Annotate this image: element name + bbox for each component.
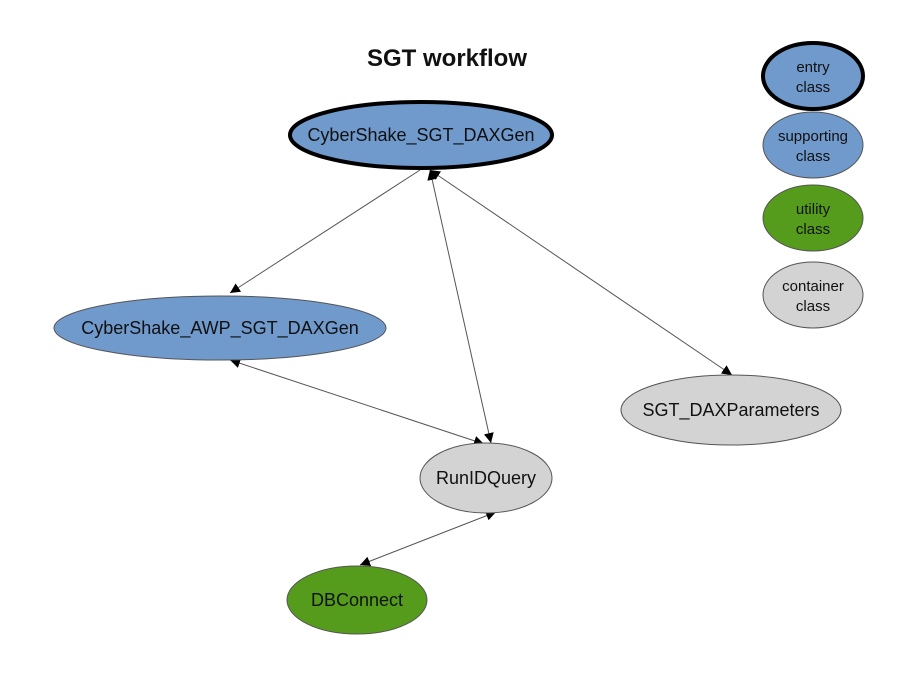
node-sgt_daxparameters[interactable]: SGT_DAXParameters xyxy=(620,374,842,446)
legend-item-container: container class xyxy=(762,261,864,329)
node-label: CyberShake_SGT_DAXGen xyxy=(307,125,534,146)
legend-item-utility: utility class xyxy=(762,184,864,252)
legend: entryclasssupportingclassutilityclasscon… xyxy=(761,41,865,329)
legend-item-entry: entry class xyxy=(761,41,865,111)
node-shape xyxy=(288,100,554,170)
node-shape xyxy=(620,374,842,446)
node-shape xyxy=(419,442,553,514)
legend-swatch xyxy=(762,111,864,179)
node-sgt_daxgen[interactable]: CyberShake_SGT_DAXGen xyxy=(288,100,554,170)
legend-label-line1: utility xyxy=(796,201,831,218)
node-label: SGT_DAXParameters xyxy=(642,400,819,421)
legend-swatch xyxy=(762,184,864,252)
legend-label-line1: supporting xyxy=(778,128,848,145)
node-label: RunIDQuery xyxy=(436,468,536,488)
node-dbconnect[interactable]: DBConnect xyxy=(286,565,428,635)
legend-label-line1: container xyxy=(782,278,844,295)
node-label: DBConnect xyxy=(311,590,403,610)
node-runidquery[interactable]: RunIDQuery xyxy=(419,442,553,514)
node-awp_sgt_daxgen[interactable]: CyberShake_AWP_SGT_DAXGen xyxy=(53,295,387,361)
node-shape xyxy=(286,565,428,635)
legend-swatch xyxy=(761,41,865,111)
diagram-title: SGT workflow xyxy=(367,45,527,72)
edge-runidquery-to-dbconnect xyxy=(359,510,497,567)
edge-sgt_daxgen-to-runidquery xyxy=(427,169,494,444)
legend-label-line2: class xyxy=(796,79,830,96)
nodes-layer: CyberShake_SGT_DAXGenCyberShake_AWP_SGT_… xyxy=(53,100,842,635)
legend-item-supporting: supporting class xyxy=(762,111,864,179)
legend-label-line2: class xyxy=(796,148,830,165)
edge-awp_sgt_daxgen-to-runidquery xyxy=(229,358,485,446)
node-label: CyberShake_AWP_SGT_DAXGen xyxy=(81,318,358,339)
legend-label-line2: class xyxy=(796,298,830,315)
edge-sgt_daxgen-to-sgt_daxparameters xyxy=(429,169,733,376)
node-shape xyxy=(53,295,387,361)
edges-layer xyxy=(229,169,733,567)
legend-swatch xyxy=(762,261,864,329)
edge-sgt_daxgen-to-awp_sgt_daxgen xyxy=(229,169,421,294)
legend-label-line2: class xyxy=(796,221,830,238)
legend-label-line1: entry xyxy=(796,59,830,76)
